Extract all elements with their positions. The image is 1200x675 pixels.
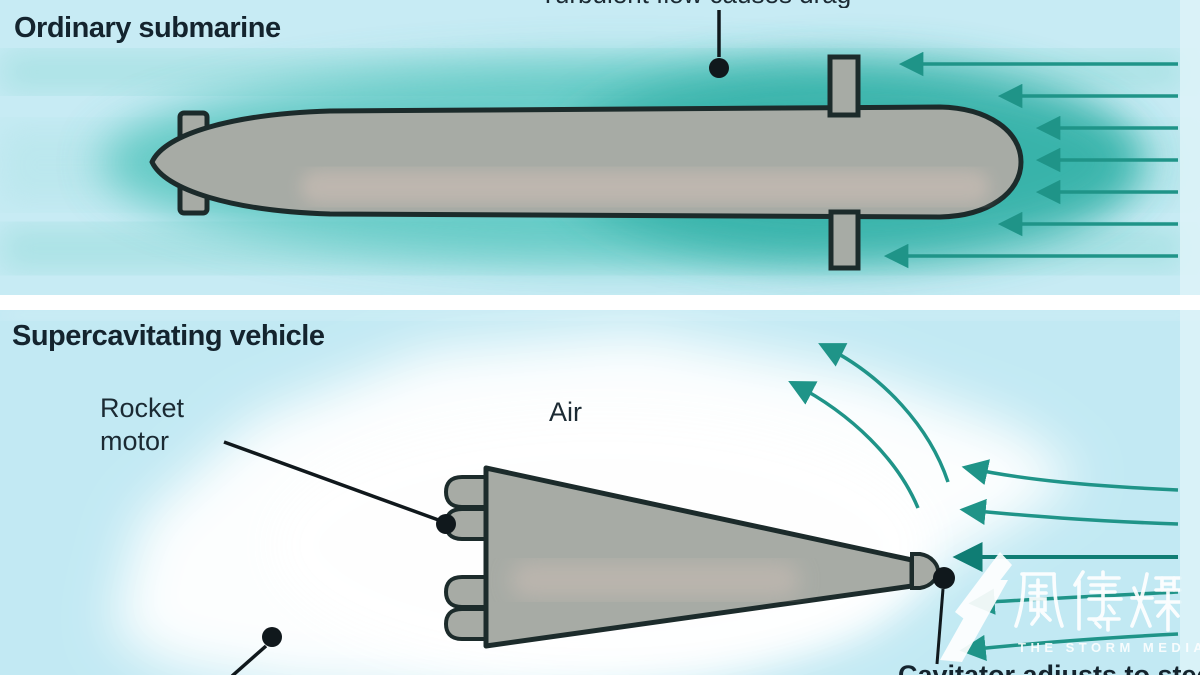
pointer-dot	[436, 514, 456, 534]
rocket-nozzles	[443, 475, 490, 641]
pointer-dot	[262, 627, 282, 647]
cone-highlight	[510, 562, 800, 598]
pointer-dot	[709, 58, 729, 78]
flow-arrows	[883, 51, 1178, 269]
watermark-latin-text: THE STORM MEDIA	[1018, 640, 1200, 655]
deflected-flow-arrows	[788, 343, 950, 509]
hull-highlight	[300, 170, 990, 204]
drag-label-clipped: Turbulent flow causes drag	[540, 0, 870, 8]
rocket-motor-label: Rocket motor	[100, 393, 185, 456]
cavitator-pointer	[933, 567, 955, 665]
rocket-motor-pointer	[223, 440, 456, 534]
panel-title-ordinary: Ordinary submarine	[14, 12, 281, 44]
watermark-cjk-glyphs	[1014, 570, 1182, 632]
cavitator-label-clipped: Cavitator adjusts to steer	[898, 660, 1200, 675]
ordinary-submarine-graphic	[0, 10, 1200, 271]
bolt-icon	[955, 552, 1012, 622]
panel-top-sheen	[0, 310, 1200, 320]
panel-ordinary-submarine: Ordinary submarine Turbulent flow causes…	[0, 0, 1200, 295]
drag-label-pointer	[709, 10, 729, 78]
bubble-pointer	[230, 627, 282, 675]
air-label: Air	[549, 397, 582, 427]
right-edge-highlight	[1180, 0, 1200, 295]
bolt-icon	[940, 580, 1008, 662]
submarine-hull	[149, 104, 1024, 220]
watermark-logo	[940, 552, 1182, 662]
pointer-dot	[933, 567, 955, 589]
right-edge-highlight	[1180, 310, 1200, 675]
supercavitating-graphic	[0, 310, 1200, 675]
vehicle-cone	[483, 465, 941, 649]
sail	[827, 54, 861, 271]
panel-supercavitating-vehicle: Supercavitating vehicle Rocket motor Air…	[0, 310, 1200, 675]
panel-divider	[0, 295, 1200, 310]
panel-title-super: Supercavitating vehicle	[12, 320, 325, 352]
cavitator-disc	[910, 552, 941, 590]
